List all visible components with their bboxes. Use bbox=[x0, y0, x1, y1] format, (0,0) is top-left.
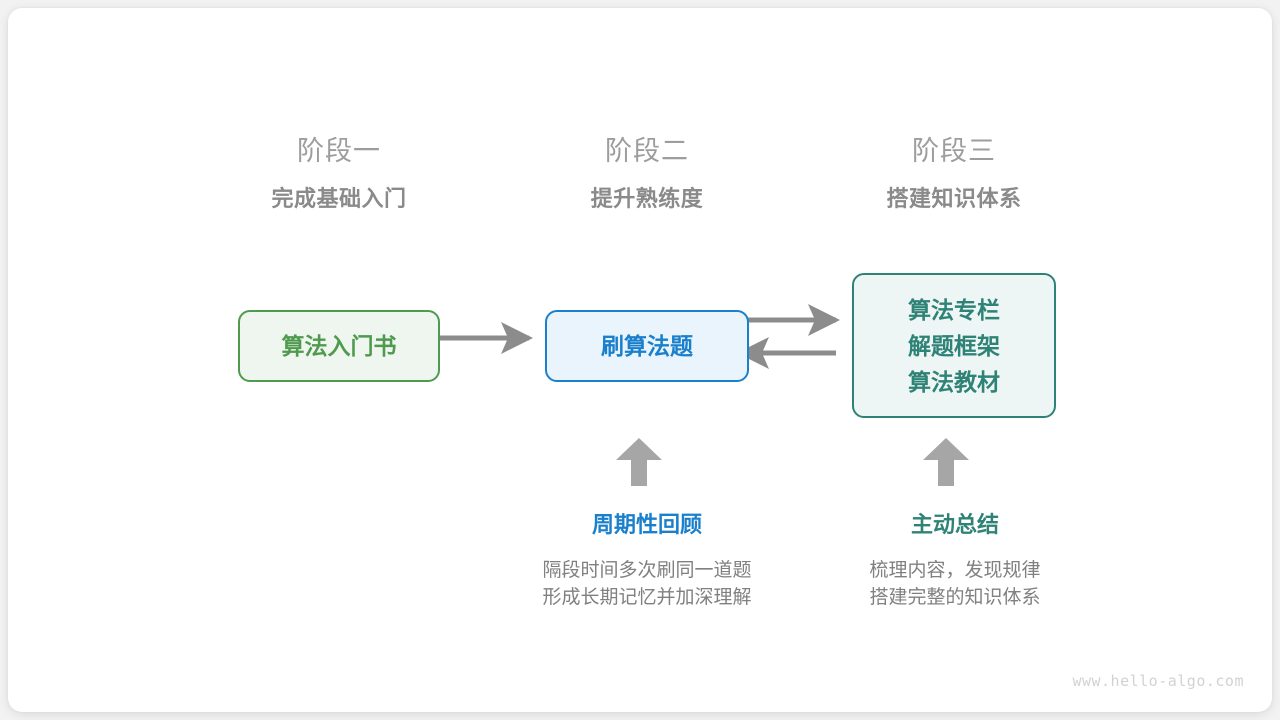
stage-3-subtitle: 搭建知识体系 bbox=[886, 186, 1022, 211]
diagram-canvas: 阶段一 完成基础入门 阶段二 提升熟练度 阶段三 搭建知识体系 bbox=[8, 8, 1272, 712]
node-practice-problems-label: 刷算法题 bbox=[601, 333, 693, 359]
node-practice-problems[interactable]: 刷算法题 bbox=[545, 310, 749, 382]
node-resources-line-3: 算法教材 bbox=[908, 368, 1000, 395]
stage-3-title: 阶段三 bbox=[912, 136, 996, 166]
note-active-summary-title: 主动总结 bbox=[910, 512, 999, 537]
note-periodic-review: 周期性回顾 隔段时间多次刷同一道题 形成长期记忆并加深理解 bbox=[487, 510, 807, 611]
note-active-summary-line-1: 梳理内容，发现规律 bbox=[869, 560, 1041, 581]
watermark: www.hello-algo.com bbox=[1072, 672, 1244, 690]
note-active-summary-line-2: 搭建完整的知识体系 bbox=[869, 587, 1041, 608]
node-intro-book[interactable]: 算法入门书 bbox=[238, 310, 440, 382]
note-active-summary-body: 梳理内容，发现规律 搭建完整的知识体系 bbox=[795, 557, 1115, 611]
note-periodic-review-title: 周期性回顾 bbox=[591, 512, 702, 537]
stage-header-3: 阶段三 搭建知识体系 bbox=[804, 134, 1104, 214]
node-resources-line-2: 解题框架 bbox=[908, 332, 1000, 359]
stage-2-subtitle: 提升熟练度 bbox=[590, 186, 704, 211]
note-periodic-review-line-1: 隔段时间多次刷同一道题 bbox=[542, 560, 752, 581]
note-periodic-review-line-2: 形成长期记忆并加深理解 bbox=[542, 587, 752, 608]
arrow-up-summary bbox=[923, 438, 969, 486]
arrow-up-review bbox=[616, 438, 662, 486]
node-resources-line-1: 算法专栏 bbox=[908, 296, 1000, 323]
stage-1-title: 阶段一 bbox=[297, 136, 381, 166]
stage-1-subtitle: 完成基础入门 bbox=[271, 186, 407, 211]
node-learning-resources[interactable]: 算法专栏 解题框架 算法教材 bbox=[852, 273, 1056, 418]
stage-header-1: 阶段一 完成基础入门 bbox=[189, 134, 489, 214]
stage-header-2: 阶段二 提升熟练度 bbox=[497, 134, 797, 214]
stage-2-title: 阶段二 bbox=[605, 136, 689, 166]
note-active-summary: 主动总结 梳理内容，发现规律 搭建完整的知识体系 bbox=[795, 510, 1115, 611]
note-periodic-review-body: 隔段时间多次刷同一道题 形成长期记忆并加深理解 bbox=[487, 557, 807, 611]
node-intro-book-label: 算法入门书 bbox=[281, 333, 397, 359]
